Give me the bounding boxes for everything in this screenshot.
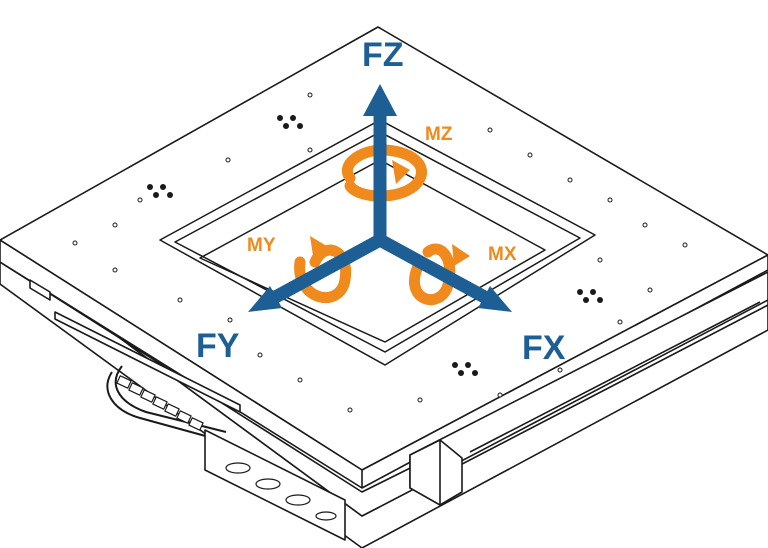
moment-mx <box>409 243 470 306</box>
mx-label: MX <box>488 244 517 265</box>
fx-label: FX <box>522 329 566 367</box>
mounting-holes <box>72 92 688 413</box>
my-label: MY <box>247 235 276 256</box>
side-connector <box>29 279 51 301</box>
force-axes <box>248 84 512 312</box>
fz-label: FZ <box>362 36 404 74</box>
middle-layer <box>0 249 768 517</box>
side-slot <box>54 311 241 413</box>
mz-label: MZ <box>425 124 453 145</box>
fy-arrow-shaft <box>266 234 384 306</box>
fx-arrow-shaft <box>376 234 494 306</box>
central-opening <box>159 119 596 366</box>
cable-chain <box>106 365 227 441</box>
fy-arrow-head <box>248 286 282 312</box>
hole-clusters <box>147 115 603 376</box>
connectors <box>225 462 337 521</box>
fy-label: FY <box>196 327 240 365</box>
fz-arrow-head <box>363 84 397 116</box>
fx-arrow-head <box>478 286 512 312</box>
